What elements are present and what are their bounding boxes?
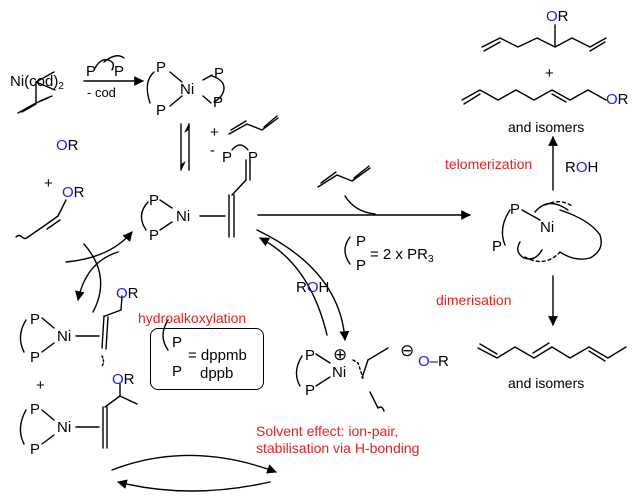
and-isomers-bottom: and isomers [508, 375, 585, 391]
nip2-ni: Ni [180, 81, 195, 98]
exchange-p-left: P [222, 149, 233, 166]
ion-ni: Ni [332, 364, 347, 381]
product-plus: + [545, 65, 554, 82]
ligand-arc-lost [231, 144, 249, 151]
octatriene-product [477, 342, 627, 362]
telomer-ni: Ni [540, 219, 555, 236]
linear-ether-o: OR [62, 184, 85, 201]
bis-allyl-ni-intermediate [501, 201, 602, 263]
central-p2: P [149, 227, 160, 244]
arrow-to-ion-pair [256, 229, 350, 341]
box-eq: = dppmb [188, 347, 247, 364]
arrow-formation [75, 251, 119, 301]
ligand-box-arc [162, 319, 169, 351]
ligdef-eq: = 2 x PR3 [370, 246, 434, 265]
alkoxide: O–R [418, 353, 449, 370]
hydro1-or: OR [116, 285, 139, 302]
product2-or: OR [606, 91, 629, 108]
nip2-p3: P [214, 65, 225, 82]
linear-ether-product [461, 89, 607, 105]
telomerization-label: telomerization [445, 156, 533, 172]
box-dppb: dppb [200, 365, 234, 382]
branched-ether-o: OR [56, 137, 79, 154]
arrow-back [83, 243, 102, 313]
ligdef-p1: P [356, 233, 367, 250]
arrow-release [65, 231, 133, 263]
exchange-plus: + [210, 124, 219, 141]
exchange-p-right: P [248, 149, 259, 166]
plus-left: + [44, 175, 53, 192]
ion-p1: P [305, 347, 316, 364]
nip2-p2: P [156, 102, 167, 119]
solvent-effect-line2: stabilisation via H-bonding [256, 440, 420, 456]
ni-allyl-cation-complex [295, 347, 389, 412]
nip2-p4: P [213, 94, 224, 111]
roh-center: ROH [296, 279, 330, 296]
hydro1-p1: P [30, 311, 41, 328]
ligand-p-left: P [86, 63, 97, 80]
nip2-p1: P [156, 59, 167, 76]
equilibrium-arrow-vertical [180, 123, 190, 171]
telomer-p2: P [492, 238, 503, 255]
ligand-box [150, 328, 264, 390]
ligand-def-arc [344, 236, 351, 265]
curved-incoming-arrow [344, 195, 376, 215]
ni-diphosphine-butadiene-complex [140, 159, 251, 238]
hydro2-p1: P [30, 401, 41, 418]
central-p1: P [149, 192, 160, 209]
hydro2-or: OR [112, 371, 135, 388]
butadiene-above-arrow [317, 165, 371, 188]
alkoxide-minus: ⊖ [400, 341, 415, 360]
ion-plus-charge: ⊕ [333, 345, 348, 364]
ion-p2: P [305, 382, 316, 399]
ligand-p-right: P [114, 63, 125, 80]
plus-hydro: + [36, 377, 45, 394]
nicod2-label: Ni(cod)2 [10, 73, 64, 92]
product1-or: OR [546, 8, 569, 25]
arrow-from-ion-pair [259, 237, 328, 336]
hydro2-p2: P [30, 441, 41, 458]
central-ni: Ni [176, 208, 191, 225]
butadiene-reagent [228, 115, 279, 135]
ni-allyl-ether-complex-linear [19, 295, 123, 367]
ni-allyl-ether-complex-branched [19, 383, 138, 449]
solvent-effect-line1: Solvent effect: ion-pair, [256, 423, 399, 439]
hydroalkoxylation-label: hydroalkoxylation [138, 310, 247, 326]
cod-byproduct: - cod [87, 85, 116, 100]
linear-allyl-ether [15, 199, 67, 240]
box-p2: P [172, 363, 183, 380]
and-isomers-top: and isomers [508, 119, 585, 135]
arrow-ligation [83, 55, 144, 86]
hydro1-ni: Ni [57, 328, 72, 345]
branched-ether-product [481, 24, 607, 52]
ligdef-p2: P [356, 257, 367, 274]
roh-telomer: ROH [565, 159, 599, 176]
bottom-equilibrium-arcs [111, 454, 277, 492]
dimerisation-label: dimerisation [436, 292, 512, 308]
telomer-p1: P [510, 201, 521, 218]
branched-allyl-ether [17, 71, 56, 114]
ni-bis-diphosphine-complex [146, 71, 225, 107]
hydro1-p2: P [30, 349, 41, 366]
hydro2-ni: Ni [57, 419, 72, 436]
box-p1: P [172, 334, 183, 351]
exchange-minus: - [210, 142, 215, 159]
